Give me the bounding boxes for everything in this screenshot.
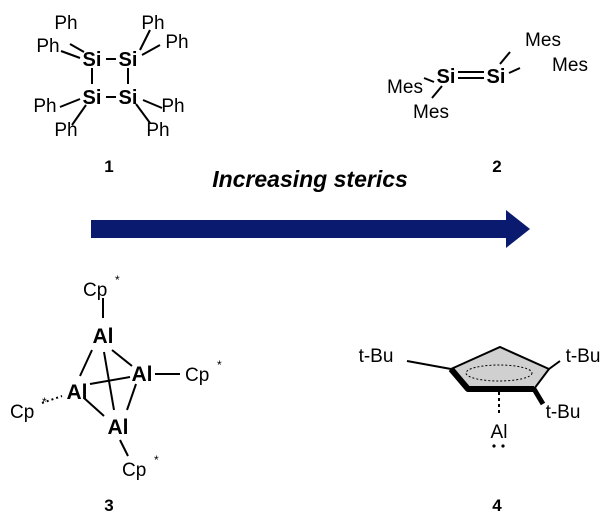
phenyl-group: Ph <box>54 13 77 34</box>
cp-star-superscript: * <box>217 358 222 372</box>
cp-star-superscript: * <box>42 395 47 409</box>
phenyl-group: Ph <box>36 36 59 57</box>
compound-1-structure: Si Si Si Si Ph Ph Ph Ph Ph Ph Ph Ph 1 <box>33 13 188 176</box>
mesityl-group: Mes <box>387 77 423 98</box>
silicon-atom: Si <box>83 49 102 71</box>
mesityl-group: Mes <box>413 102 449 123</box>
phenyl-group: Ph <box>165 32 188 53</box>
pentamethylcyclopentadienyl-group: Cp <box>10 402 34 423</box>
tert-butyl-group: t-Bu <box>566 346 601 367</box>
mesityl-group: Mes <box>552 55 588 76</box>
pentamethylcyclopentadienyl-group: Cp <box>83 280 107 301</box>
tert-butyl-group: t-Bu <box>546 402 581 423</box>
silicon-atom: Si <box>119 49 138 71</box>
aluminium-atom: Al <box>67 381 88 404</box>
pentamethylcyclopentadienyl-group: Cp <box>122 460 146 481</box>
silicon-atom: Si <box>437 66 456 88</box>
mesityl-group: Mes <box>525 30 561 51</box>
phenyl-group: Ph <box>33 96 56 117</box>
silicon-atom: Si <box>119 87 138 109</box>
compound-3-label: 3 <box>104 496 113 515</box>
phenyl-group: Ph <box>146 120 169 141</box>
aluminium-atom: Al <box>132 363 153 386</box>
tert-butyl-group: t-Bu <box>359 346 394 367</box>
phenyl-group: Ph <box>54 120 77 141</box>
silicon-atom: Si <box>83 87 102 109</box>
scheme-title: Increasing sterics <box>212 166 408 192</box>
pentamethylcyclopentadienyl-group: Cp <box>185 365 209 386</box>
silicon-atom: Si <box>487 66 506 88</box>
compound-4-structure: t-Bu t-Bu t-Bu Al 4 <box>359 345 601 515</box>
compound-4-label: 4 <box>492 496 502 515</box>
phenyl-group: Ph <box>161 96 184 117</box>
sterics-arrow <box>91 210 530 248</box>
compound-1-label: 1 <box>104 157 113 176</box>
cp-star-superscript: * <box>154 453 159 467</box>
aluminium-atom: Al <box>108 416 129 439</box>
aluminium-atom: Al <box>93 325 114 348</box>
compound-2-structure: Si Si Mes Mes Mes Mes 2 <box>387 30 588 176</box>
aluminium-atom: Al <box>491 422 508 443</box>
phenyl-group: Ph <box>141 13 164 34</box>
cp-star-superscript: * <box>115 273 120 287</box>
compound-2-label: 2 <box>492 157 501 176</box>
compound-3-structure: Al Al Al Al Cp * Cp * Cp * Cp * 3 <box>10 273 222 515</box>
